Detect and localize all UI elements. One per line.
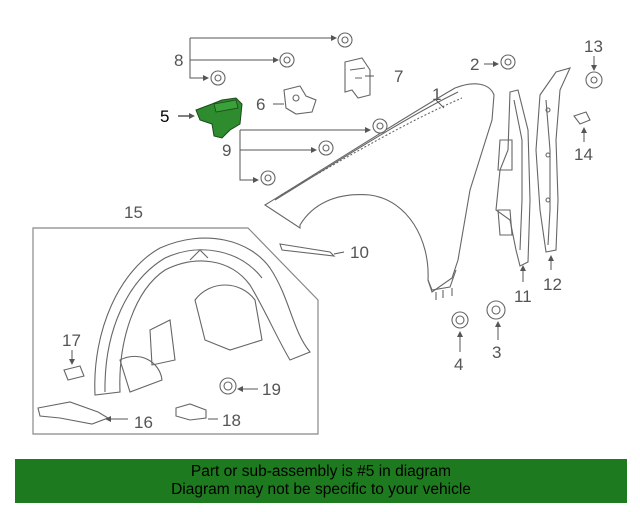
callout-4: 4: [454, 355, 463, 374]
info-banner: Part or sub-assembly is #5 in diagram Di…: [15, 459, 627, 503]
callout-14: 14: [574, 145, 593, 164]
callout-18: 18: [222, 411, 241, 430]
wheel-liner-part: [94, 237, 311, 396]
callout-2: 2: [470, 55, 479, 74]
callout-15: 15: [124, 203, 143, 222]
fender-reinforcement-part: [495, 89, 531, 267]
bracket-5-highlighted-part: [195, 97, 243, 139]
callout-17: 17: [62, 331, 81, 350]
callout-10: 10: [350, 243, 369, 262]
liner-group-box: [32, 227, 319, 435]
callout-numbers: 1 2 3 4 5 6 7 8 9 10 11 12 13 14 15 16 1…: [62, 37, 603, 432]
bracket-7-part: [344, 57, 371, 99]
callout-1: 1: [432, 85, 441, 104]
splash-shield-part: [37, 401, 110, 425]
callout-8: 8: [174, 51, 183, 70]
callout-9: 9: [222, 141, 231, 160]
banner-line-2: Diagram may not be specific to your vehi…: [171, 481, 471, 498]
callout-3: 3: [492, 343, 501, 362]
callout-12: 12: [543, 275, 562, 294]
bracket-6-part: [283, 85, 317, 115]
clip-part: [63, 365, 85, 381]
callout-13: 13: [584, 37, 603, 56]
callout-7: 7: [394, 67, 403, 86]
callout-19: 19: [262, 380, 281, 399]
parts-diagram: 1 2 3 4 5 6 7 8 9 10 11 12 13 14 15 16 1…: [32, 32, 603, 435]
fender-part: [263, 83, 495, 300]
leader-lines: [69, 35, 597, 422]
callout-6: 6: [256, 95, 265, 114]
callout-11: 11: [514, 287, 532, 306]
fender-seal-part: [535, 67, 571, 253]
banner-line-1: Part or sub-assembly is #5 in diagram: [190, 463, 452, 480]
callout-16: 16: [134, 413, 153, 432]
callout-5: 5: [160, 107, 169, 126]
fasteners: [175, 32, 603, 421]
